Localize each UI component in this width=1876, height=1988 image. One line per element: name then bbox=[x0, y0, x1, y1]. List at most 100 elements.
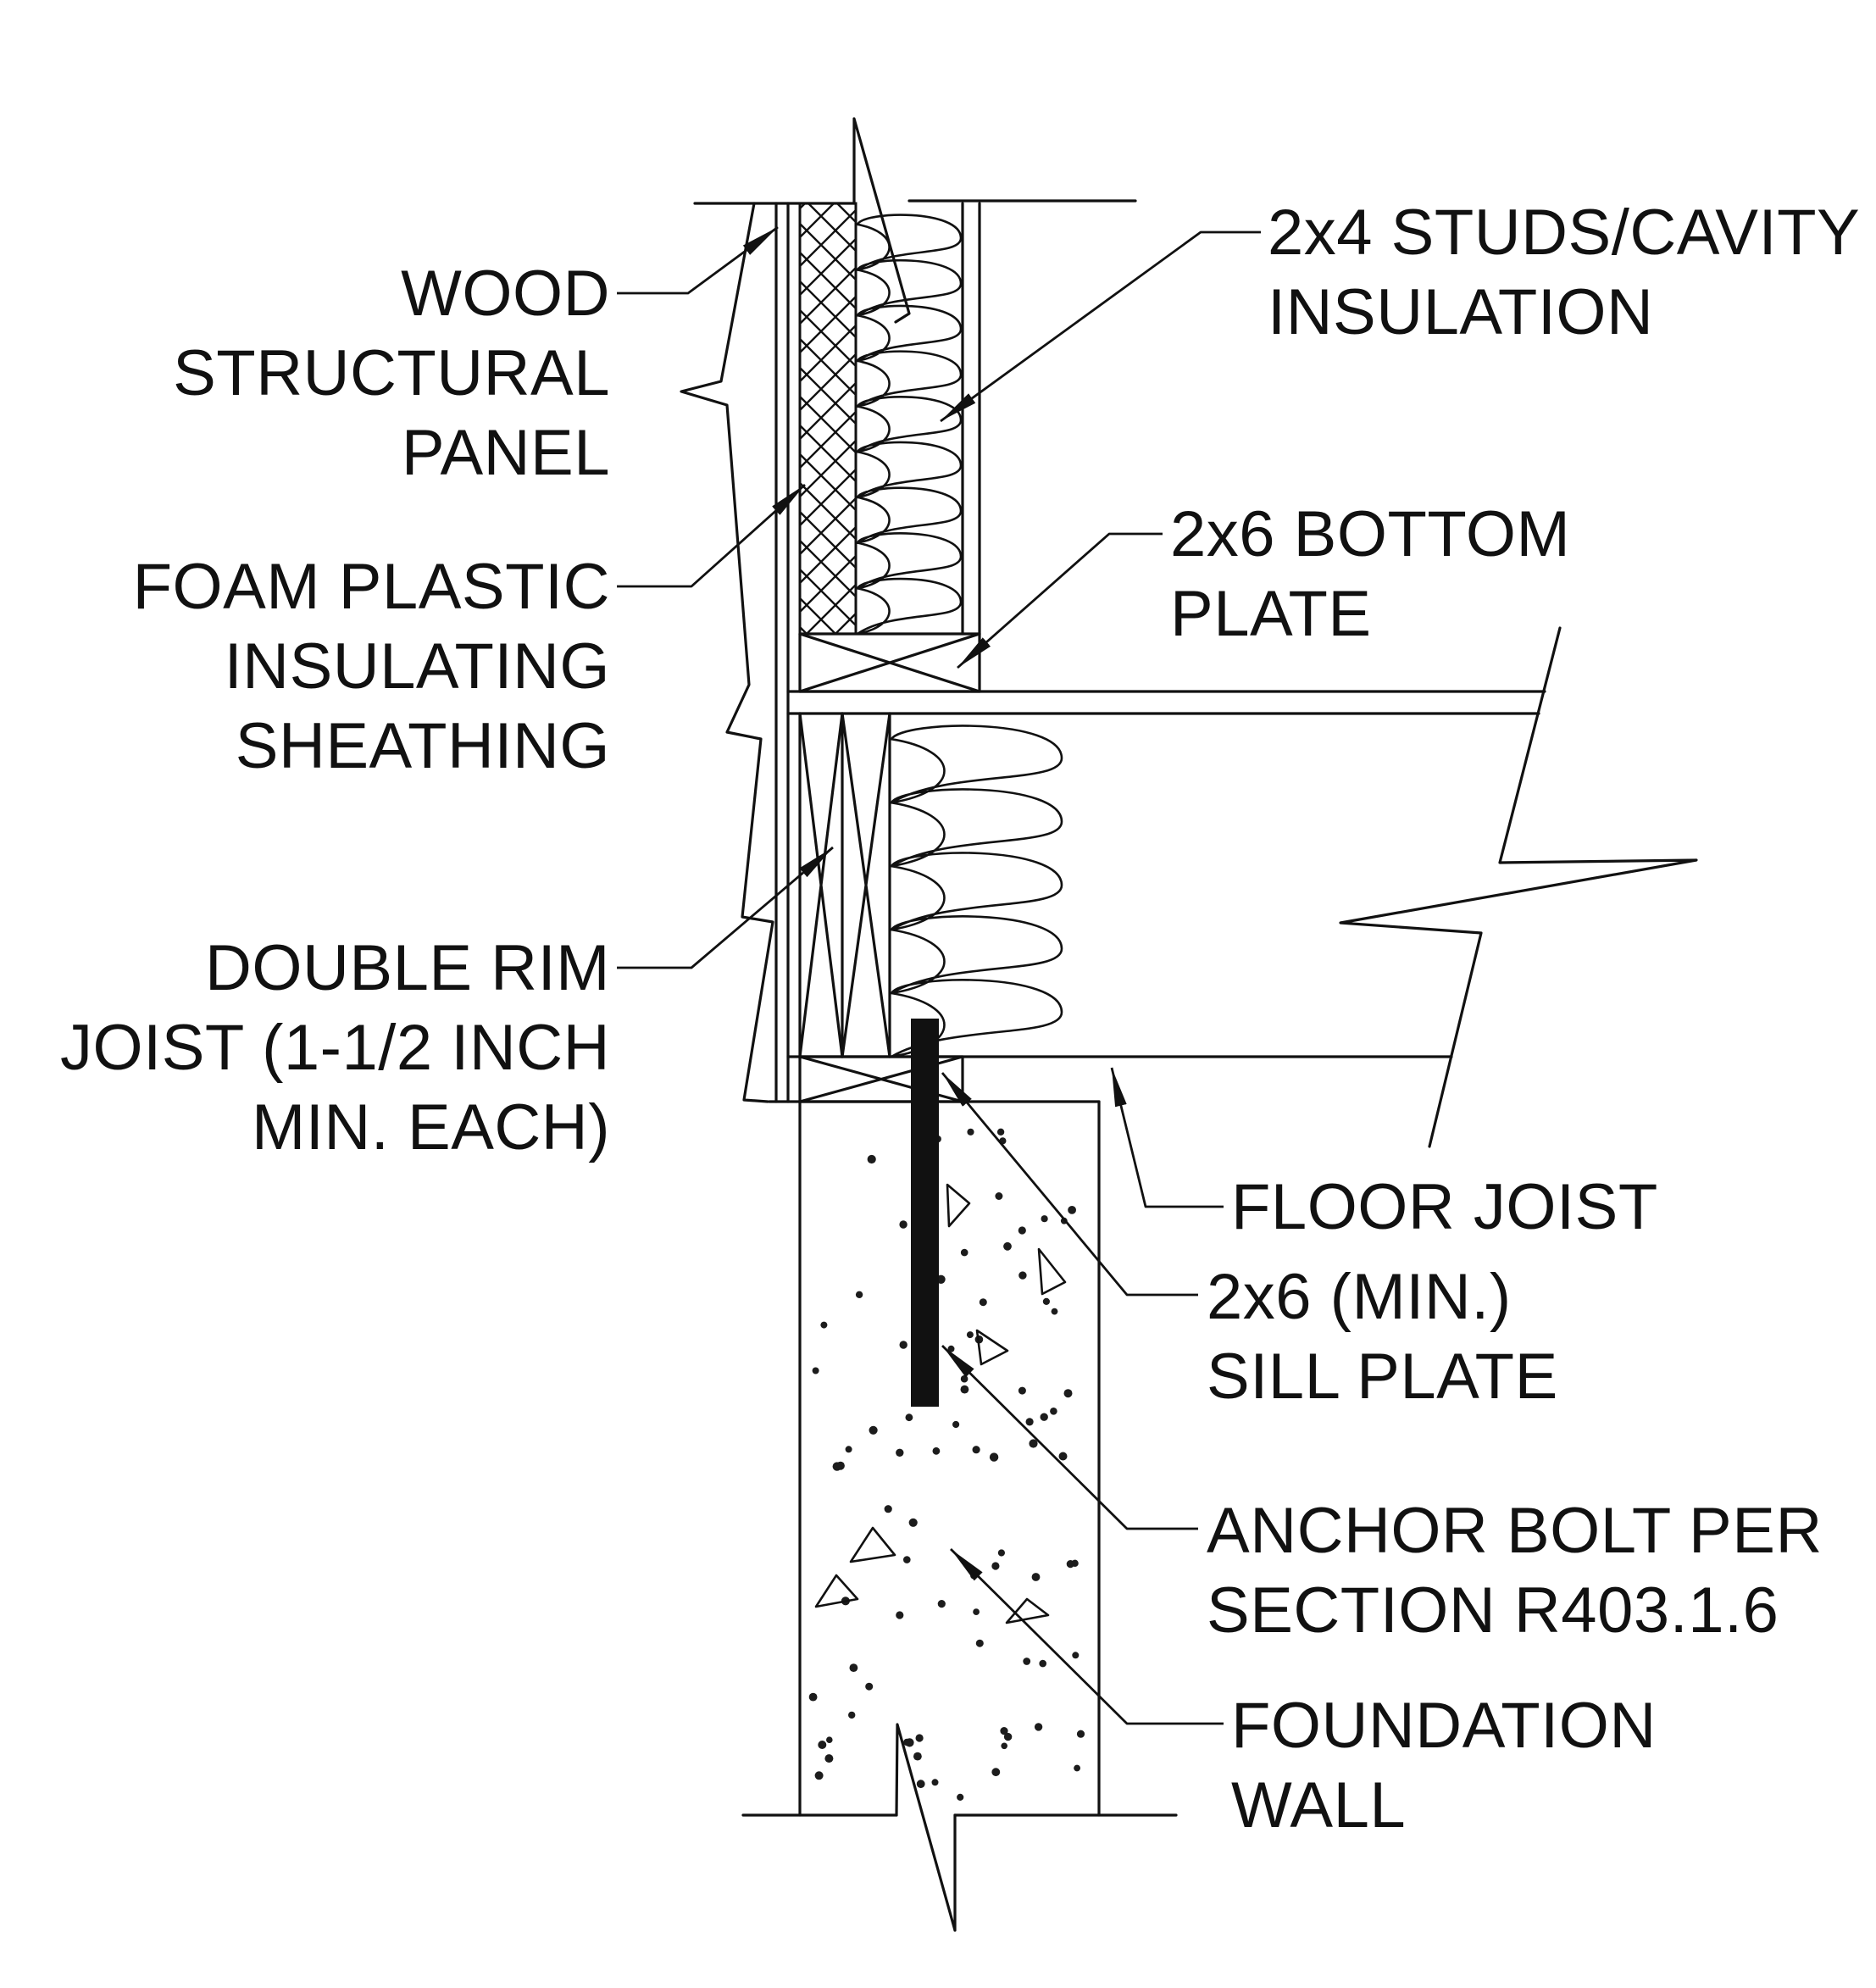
concrete-speckle-dot bbox=[967, 1128, 974, 1136]
concrete-speckle-dot bbox=[960, 1385, 969, 1394]
concrete-speckle-dot bbox=[937, 1600, 946, 1608]
label-double-rim-joist: DOUBLE RIM JOIST (1-1/2 INCH MIN. EACH) bbox=[60, 932, 610, 1163]
label-double-rim-joist-line2: JOIST (1-1/2 INCH bbox=[60, 1012, 610, 1084]
wood-structural-panel-lines bbox=[774, 202, 790, 1103]
double-rim-joist-xboxes bbox=[798, 712, 891, 1058]
concrete-speckle-dot bbox=[812, 1367, 819, 1374]
concrete-speckle-dot bbox=[960, 1248, 969, 1257]
subfloor-band bbox=[786, 690, 1546, 715]
concrete-speckle-dot bbox=[1001, 1742, 1007, 1750]
concrete-speckle-dot bbox=[905, 1413, 913, 1422]
concrete-speckle-dot bbox=[845, 1446, 852, 1453]
concrete-speckle-dot bbox=[1076, 1730, 1085, 1738]
concrete-speckle-dot bbox=[903, 1556, 911, 1563]
concrete-speckle-dot bbox=[896, 1611, 904, 1619]
label-bottom-plate-line2: PLATE bbox=[1170, 578, 1372, 650]
floor-cavity-insulation-batt bbox=[890, 725, 1063, 1058]
label-foam-sheathing-line3: SHEATHING bbox=[236, 710, 610, 782]
label-wood-panel-line1: WOOD bbox=[401, 258, 610, 330]
concrete-speckle-dot bbox=[1050, 1408, 1057, 1415]
label-studs-line2: INSULATION bbox=[1268, 276, 1653, 348]
concrete-speckle-dot bbox=[1000, 1727, 1008, 1735]
break-line-top bbox=[852, 117, 911, 324]
concrete-speckle-dot bbox=[995, 1192, 1003, 1200]
concrete-speckle-dot bbox=[814, 1771, 824, 1780]
label-studs-line1: 2x4 STUDS/CAVITY bbox=[1268, 197, 1860, 269]
concrete-speckle-dot bbox=[915, 1734, 924, 1742]
concrete-speckle-dot bbox=[1018, 1386, 1026, 1395]
concrete-speckle-dot bbox=[989, 1452, 999, 1462]
concrete-speckle-dot bbox=[979, 1298, 987, 1307]
concrete-speckle-dot bbox=[975, 1639, 984, 1647]
concrete-speckle-dot bbox=[855, 1291, 863, 1299]
bottom-plate-xbox bbox=[798, 632, 981, 693]
label-foundation-wall-line1: FOUNDATION bbox=[1231, 1690, 1657, 1762]
concrete-speckle-dot bbox=[869, 1425, 878, 1435]
label-studs-cavity-insulation: 2x4 STUDS/CAVITY INSULATION bbox=[1268, 197, 1860, 348]
concrete-speckle-dot bbox=[916, 1780, 925, 1789]
leader-anchor-bolt bbox=[941, 1345, 1198, 1530]
concrete-speckle-dot bbox=[899, 1220, 907, 1229]
concrete-speckle-dot bbox=[865, 1682, 874, 1691]
label-foam-sheathing-line2: INSULATING bbox=[225, 630, 610, 702]
concrete-speckle-dot bbox=[1051, 1308, 1058, 1315]
concrete-speckles bbox=[808, 1128, 1085, 1801]
label-bottom-plate: 2x6 BOTTOM PLATE bbox=[1170, 498, 1570, 650]
anchor-bolt-bar bbox=[911, 1019, 939, 1407]
leader-sill-plate bbox=[941, 1072, 1198, 1297]
concrete-speckle-dot bbox=[1041, 1215, 1048, 1223]
concrete-speckle-dot bbox=[1042, 1297, 1050, 1305]
concrete-speckle-dot bbox=[1023, 1658, 1031, 1665]
concrete-speckle-dot bbox=[896, 1448, 904, 1458]
leader-double-rim-joist bbox=[617, 846, 834, 969]
label-foundation-wall-line2: WALL bbox=[1231, 1769, 1406, 1841]
break-line-bottom bbox=[895, 1723, 957, 1932]
concrete-speckle-dot bbox=[849, 1663, 858, 1672]
concrete-speckle-dot bbox=[899, 1341, 907, 1349]
leader-studs-cavity-insulation bbox=[940, 230, 1261, 423]
concrete-speckle-dot bbox=[1031, 1573, 1041, 1581]
label-floor-joist-line1: FLOOR JOIST bbox=[1231, 1171, 1658, 1243]
concrete-speckle-dot bbox=[957, 1793, 964, 1801]
concrete-speckle-dot bbox=[835, 1461, 845, 1470]
concrete-speckle-dot bbox=[1003, 1732, 1013, 1741]
concrete-speckle-dot bbox=[808, 1692, 818, 1702]
label-foam-sheathing-line1: FOAM PLASTIC bbox=[133, 551, 610, 623]
concrete-speckle-dot bbox=[1034, 1723, 1043, 1731]
label-anchor-bolt: ANCHOR BOLT PER SECTION R403.1.6 bbox=[1207, 1495, 1822, 1646]
concrete-speckle-dot bbox=[997, 1549, 1005, 1557]
label-anchor-bolt-line2: SECTION R403.1.6 bbox=[1207, 1574, 1779, 1646]
interior-finish-lines bbox=[961, 202, 981, 636]
concrete-speckle-dot bbox=[913, 1752, 922, 1761]
concrete-speckle-dot bbox=[826, 1736, 833, 1743]
concrete-speckle-dot bbox=[973, 1608, 980, 1615]
foam-sheathing-hatch bbox=[798, 202, 858, 636]
label-double-rim-joist-line1: DOUBLE RIM bbox=[205, 932, 610, 1004]
concrete-speckle-dot bbox=[1074, 1764, 1080, 1772]
concrete-speckle-dot bbox=[996, 1128, 1005, 1136]
concrete-speckle-dot bbox=[952, 1420, 960, 1429]
concrete-speckle-dot bbox=[991, 1768, 1001, 1777]
concrete-speckle-dot bbox=[991, 1562, 1000, 1570]
concrete-speckle-dot bbox=[1018, 1271, 1027, 1280]
stud-cavity-insulation-batt bbox=[856, 214, 963, 636]
break-line-left bbox=[680, 202, 774, 1103]
concrete-speckle-dot bbox=[1058, 1452, 1068, 1461]
label-foam-sheathing: FOAM PLASTIC INSULATING SHEATHING bbox=[133, 551, 610, 782]
label-wood-panel-line3: PANEL bbox=[402, 417, 610, 489]
label-sill-plate-line2: SILL PLATE bbox=[1207, 1341, 1558, 1413]
concrete-speckle-dot bbox=[1072, 1652, 1080, 1659]
concrete-speckle-dot bbox=[908, 1518, 918, 1527]
concrete-speckle-dot bbox=[1063, 1389, 1073, 1398]
concrete-speckle-dot bbox=[818, 1741, 827, 1749]
aggregate-triangles bbox=[814, 1183, 1067, 1624]
concrete-speckle-dot bbox=[931, 1779, 939, 1786]
concrete-speckle-dot bbox=[1018, 1226, 1026, 1235]
concrete-speckle-dot bbox=[867, 1154, 876, 1164]
concrete-speckle-dot bbox=[1040, 1413, 1048, 1421]
concrete-speckle-dot bbox=[1066, 1560, 1074, 1569]
concrete-speckle-dot bbox=[903, 1738, 911, 1746]
label-wood-panel: WOOD STRUCTURAL PANEL bbox=[173, 258, 610, 489]
leader-bottom-plate bbox=[957, 532, 1163, 669]
label-bottom-plate-line1: 2x6 BOTTOM bbox=[1170, 498, 1570, 570]
